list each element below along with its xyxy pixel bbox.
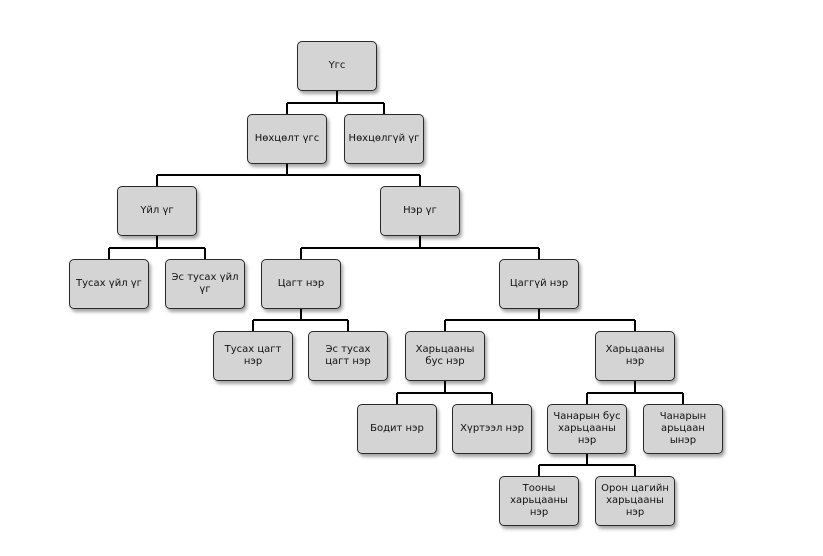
node-intransitive-tense-noun-label: Эс тусах цагт нэр bbox=[325, 344, 371, 367]
node-non-relational-noun: Харьцааны бус нэр bbox=[405, 331, 485, 381]
node-transitive-verb-label: Тусах үйл үг bbox=[76, 278, 142, 289]
node-inflected-words: Нөхцөлт үгс bbox=[247, 114, 327, 164]
node-non-qualitative-relational-noun-label: Чанарын бус харьцааны нэр bbox=[553, 411, 621, 446]
node-tense-noun-label: Цагт нэр bbox=[277, 278, 325, 289]
node-transitive-tense-noun-label: Тусах цагт нэр bbox=[224, 344, 282, 367]
node-noun: Нэр үг bbox=[380, 186, 460, 236]
node-root-label: Үгс bbox=[328, 60, 346, 71]
node-uninflected-words-label: Нөхцөлгүй үг bbox=[348, 133, 420, 144]
node-qualitative-relational-noun-label: Чанарын арьцаан ынэр bbox=[659, 411, 707, 446]
node-transitive-verb: Тусах үйл үг bbox=[69, 259, 149, 309]
node-concrete-noun: Бодит нэр bbox=[357, 404, 437, 454]
node-relational-noun-label: Харьцааны нэр bbox=[605, 344, 665, 367]
node-uninflected-words: Нөхцөлгүй үг bbox=[344, 114, 424, 164]
node-concrete-noun-label: Бодит нэр bbox=[370, 423, 424, 434]
node-qualitative-relational-noun: Чанарын арьцаан ынэр bbox=[643, 404, 723, 454]
node-numeral-relational-noun: Тооны харьцааны нэр bbox=[499, 476, 579, 526]
node-tense-noun: Цагт нэр bbox=[261, 259, 341, 309]
node-root: Үгс bbox=[297, 41, 377, 91]
node-spatiotemporal-relational-noun: Орон цагийн харьцааны нэр bbox=[595, 476, 675, 526]
node-intransitive-verb: Эс тусах үйл үг bbox=[165, 259, 245, 309]
node-tenseless-noun: Цаггүй нэр bbox=[499, 259, 579, 309]
node-transitive-tense-noun: Тусах цагт нэр bbox=[213, 331, 293, 381]
node-numeral-relational-noun-label: Тооны харьцааны нэр bbox=[510, 483, 568, 518]
node-verb-label: Үйл үг bbox=[140, 205, 174, 216]
node-non-qualitative-relational-noun: Чанарын бус харьцааны нэр bbox=[547, 404, 627, 454]
node-tenseless-noun-label: Цаггүй нэр bbox=[509, 278, 569, 289]
node-intransitive-verb-label: Эс тусах үйл үг bbox=[171, 272, 239, 295]
node-spatiotemporal-relational-noun-label: Орон цагийн харьцааны нэр bbox=[601, 483, 669, 518]
node-abstract-noun: Хүртээл нэр bbox=[452, 404, 532, 454]
node-abstract-noun-label: Хүртээл нэр bbox=[460, 423, 524, 434]
node-relational-noun: Харьцааны нэр bbox=[595, 331, 675, 381]
node-intransitive-tense-noun: Эс тусах цагт нэр bbox=[308, 331, 388, 381]
node-noun-label: Нэр үг bbox=[403, 205, 437, 216]
node-inflected-words-label: Нөхцөлт үгс bbox=[254, 133, 320, 144]
node-verb: Үйл үг bbox=[117, 186, 197, 236]
node-non-relational-noun-label: Харьцааны бус нэр bbox=[415, 344, 475, 367]
